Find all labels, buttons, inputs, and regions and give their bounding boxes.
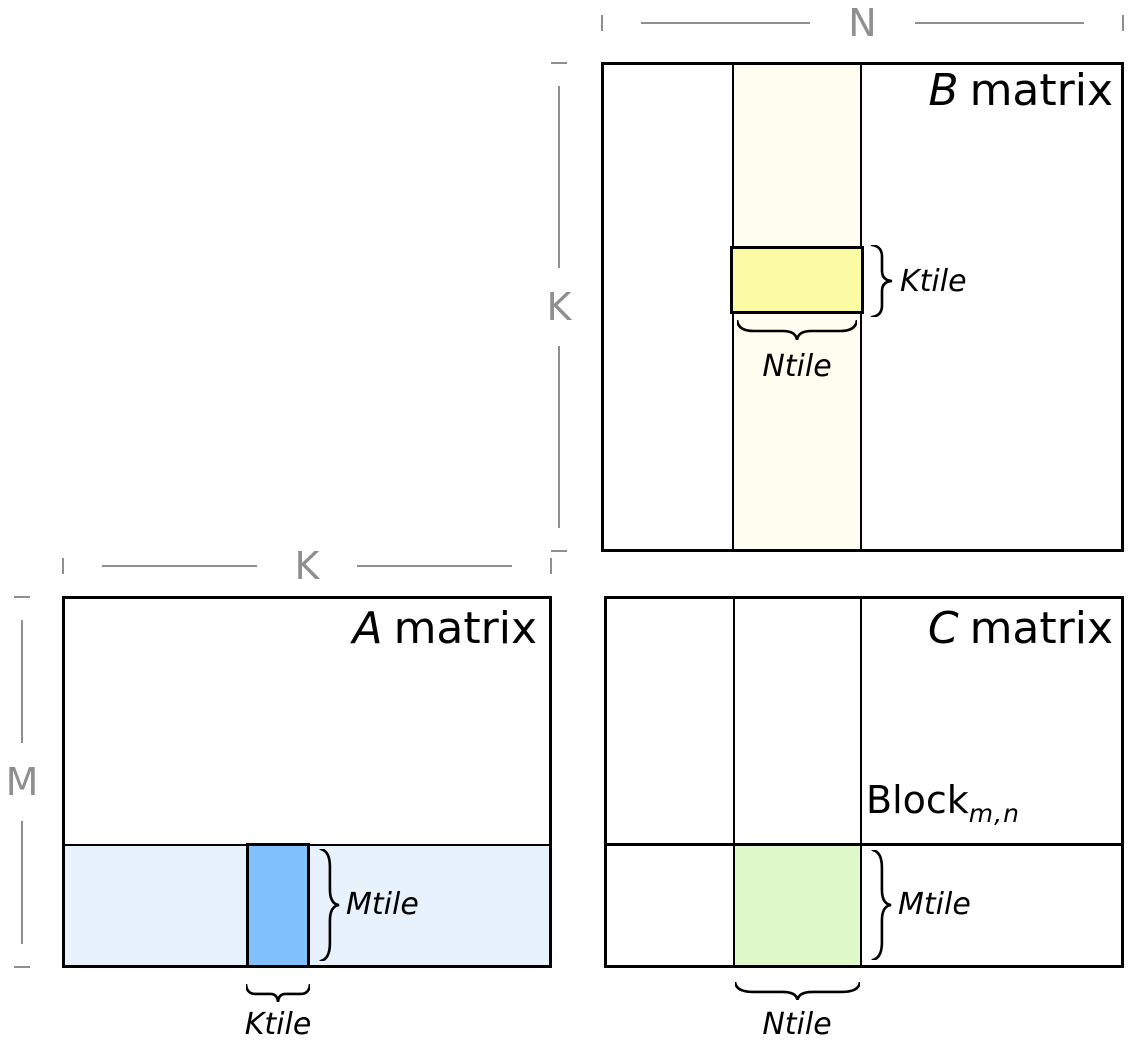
- under-brace-icon: [735, 982, 860, 1000]
- right-brace-icon: [869, 245, 893, 317]
- dimension-m-label: M: [5, 759, 39, 804]
- under-brace-icon: [246, 984, 310, 1002]
- dimension-line: [558, 86, 560, 268]
- dimension-k-vertical: K: [547, 62, 571, 552]
- right-brace-icon: [870, 850, 892, 960]
- dimension-tick: [14, 966, 30, 968]
- c-matrix-box: [604, 596, 1124, 968]
- a-tile-rect: [246, 843, 310, 968]
- b-matrix-letter: B: [928, 65, 959, 116]
- dimension-tick: [14, 596, 30, 598]
- dimension-line: [914, 22, 1084, 24]
- dimension-tick: [551, 550, 567, 552]
- dimension-line: [102, 565, 257, 567]
- c-mtile-label: Mtile: [898, 887, 971, 922]
- dimension-line: [21, 620, 23, 743]
- c-grid-vline: [733, 599, 735, 965]
- b-ktile-label: Ktile: [900, 264, 967, 299]
- dimension-tick: [1122, 15, 1124, 31]
- a-matrix-letter: A: [352, 603, 383, 654]
- right-brace-icon: [318, 849, 340, 961]
- dimension-tick: [601, 15, 603, 31]
- dimension-k-horizontal: K: [62, 547, 553, 585]
- dimension-line: [21, 821, 23, 944]
- c-block-rect: [735, 846, 860, 965]
- b-matrix-word: matrix: [969, 65, 1113, 116]
- dimension-tick: [550, 558, 553, 574]
- c-matrix-letter: C: [927, 603, 959, 654]
- dimension-k-horizontal-label: K: [294, 543, 320, 588]
- dimension-tick: [551, 62, 567, 64]
- c-grid-vline: [860, 599, 862, 965]
- a-mtile-label: Mtile: [346, 887, 419, 922]
- a-ktile-label: Ktile: [244, 1007, 312, 1042]
- dimension-n-label: N: [848, 0, 877, 45]
- c-block-label: Blockm,n: [866, 778, 1020, 828]
- c-block-subscript: m,n: [968, 799, 1020, 828]
- b-ktile-rect: [730, 246, 864, 314]
- c-ntile-label: Ntile: [762, 1007, 832, 1042]
- b-ntile-label: Ntile: [762, 349, 832, 384]
- a-matrix-word: matrix: [393, 603, 537, 654]
- dimension-m: M: [6, 596, 38, 968]
- dimension-tick: [62, 558, 64, 574]
- c-block-word: Block: [866, 778, 969, 822]
- dimension-n: N: [601, 4, 1124, 42]
- under-brace-icon: [737, 320, 857, 340]
- dimension-line: [357, 565, 513, 567]
- c-grid-hline: [607, 843, 1121, 846]
- dimension-k-vertical-label: K: [546, 284, 572, 329]
- c-matrix-word: matrix: [969, 603, 1113, 654]
- dimension-line: [641, 22, 811, 24]
- dimension-line: [558, 346, 560, 528]
